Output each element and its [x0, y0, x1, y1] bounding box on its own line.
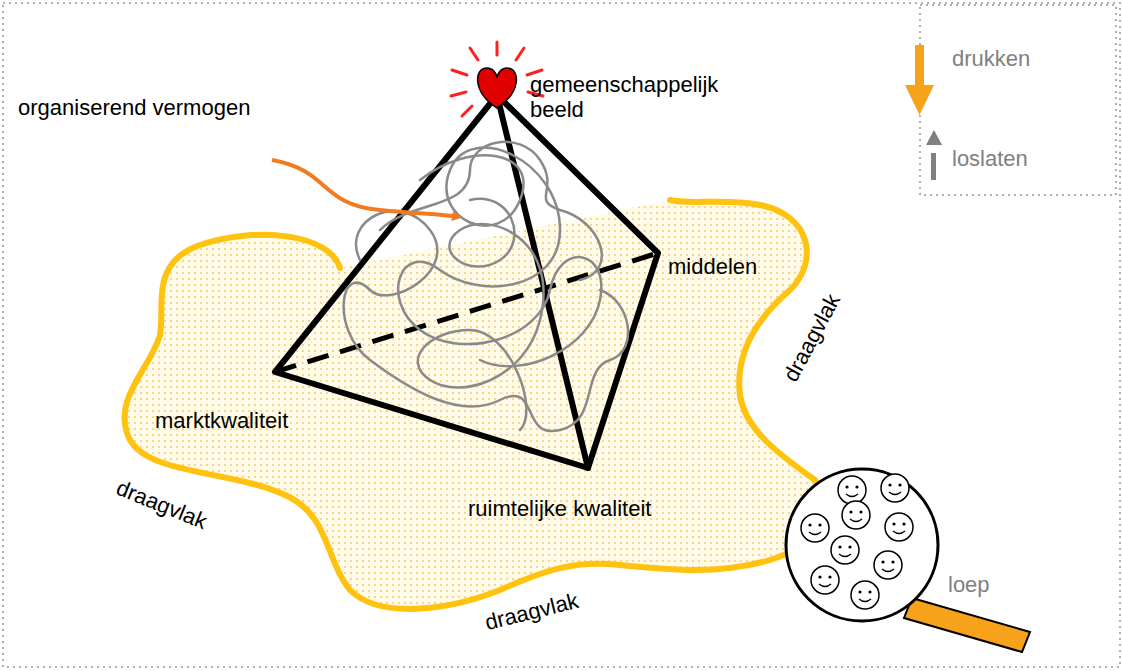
push-arrow-head: [905, 85, 934, 115]
vertex-label: marktkwaliteit: [155, 408, 288, 433]
support-label: draagvlak: [113, 475, 211, 534]
frame: [3, 3, 1120, 667]
pyramid: [275, 95, 658, 468]
support-area: [124, 200, 823, 609]
legend-label: drukken: [952, 46, 1030, 71]
pointer-arrow: [272, 160, 458, 217]
hidden-edge: [275, 253, 658, 372]
support-label: draagvlak: [778, 290, 845, 386]
legend-label: loslaten: [952, 146, 1028, 171]
callout-label: organiserend vermogen: [18, 95, 250, 120]
legend-frame: [920, 5, 1116, 195]
vertex-label: ruimtelijke kwaliteit: [468, 496, 651, 521]
magnifier: [786, 469, 1030, 652]
support-label: draagvlak: [483, 588, 582, 636]
heart-icon: [451, 42, 543, 116]
vertex-label: middelen: [668, 254, 757, 279]
apex-label: gemeenschappelijk beeld: [530, 72, 715, 123]
release-arrow-shaft: [931, 153, 936, 180]
push-arrow-shaft: [915, 45, 924, 87]
magnifier-label: loep: [948, 572, 990, 597]
release-arrow-head: [926, 130, 942, 145]
scribble: [344, 142, 628, 431]
